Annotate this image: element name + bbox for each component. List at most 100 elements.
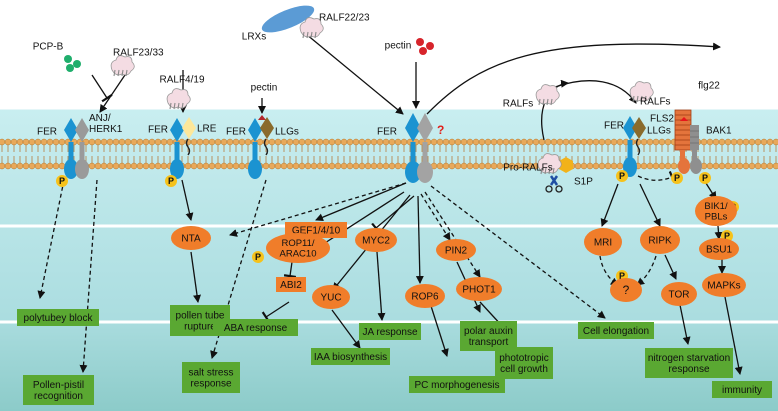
- bsu1-oval: [699, 238, 739, 260]
- fer-to-rop11-arrow: [313, 191, 405, 251]
- tor-oval-label: TOR: [669, 290, 690, 301]
- pollen-pistil-box: [23, 375, 94, 405]
- phospho-fls2-label: P: [674, 173, 680, 183]
- pc-box-label: PC morphogenesis: [414, 380, 499, 391]
- fer-to-pin2-arrow: [420, 193, 451, 241]
- polar-auxin-box: [460, 321, 517, 351]
- ripk-oval-label: RIPK: [648, 236, 672, 247]
- bak1-label: BAK1: [706, 126, 732, 137]
- fer-to-salt-arrow: [229, 182, 407, 237]
- tor-to-nitrogen-arrow: [679, 304, 691, 345]
- s1p-label: S1P: [574, 177, 593, 188]
- phospho-fer2-label: P: [168, 176, 174, 186]
- fer1-label: FER: [37, 127, 57, 138]
- phototropic-box: [495, 347, 553, 379]
- ralf4-19-label: RALF4/19: [159, 75, 204, 86]
- scissors-icon: [545, 175, 563, 193]
- phot1-oval-label: PHOT1: [462, 285, 496, 296]
- question-oval: [610, 278, 642, 302]
- ralf22-23-peptide: [299, 17, 324, 39]
- llgs-right-label: LLGs: [647, 126, 671, 137]
- nta-oval: [171, 226, 211, 250]
- nta-oval-label: NTA: [181, 234, 201, 245]
- rop6-oval: [405, 284, 445, 308]
- phospho-question-label: P: [619, 271, 625, 281]
- ralf22-23-label: RALF22/23: [319, 13, 370, 24]
- bsu1-oval-label: BSU1: [706, 245, 733, 256]
- pectin-center-label: pectin: [385, 41, 412, 52]
- nitrogen-box: [645, 348, 733, 378]
- fer-to-mri-arrow: [600, 183, 619, 227]
- phot1-oval: [456, 277, 502, 301]
- fer-right-label: FER: [604, 121, 624, 132]
- lrxs-protein: [261, 5, 315, 33]
- phospho-rop11: [252, 251, 264, 263]
- ralf23-to-anj-arrow: [99, 71, 128, 113]
- phospho-fls2: [671, 172, 683, 184]
- pectin-left-label: pectin: [251, 83, 278, 94]
- gef-box-label: GEF1/4/10: [292, 226, 341, 237]
- rop6-oval-label: ROP6: [411, 292, 439, 303]
- ralf4-19-peptide: [166, 88, 191, 110]
- rop11-oval-label: ROP11/ARAC10: [280, 238, 317, 260]
- fer-to-rop6-arrow: [415, 195, 424, 284]
- myc2-to-ja-arrow: [376, 251, 386, 321]
- phospho-bak1-label: P: [702, 173, 708, 183]
- mapks-oval-label: MAPKs: [707, 281, 740, 292]
- mapks-oval: [702, 273, 746, 297]
- fer-to-cell-elong-arrow: [430, 185, 606, 319]
- ja-box: [359, 323, 421, 340]
- abi2-box: [276, 277, 306, 292]
- fer2-to-nta-arrow: [181, 179, 194, 221]
- ripk-to-tor-arrow: [664, 254, 677, 280]
- fer-receptor-center: [405, 113, 433, 183]
- mri-oval-label: MRI: [594, 238, 612, 249]
- fer1-to-polytubey-arrow: [37, 179, 65, 299]
- fer-receptor-right: [623, 116, 646, 177]
- pro-ralfs-label: Pro-RALFs: [503, 163, 552, 174]
- pin2-oval: [436, 239, 476, 261]
- ralf22-to-fer-arrow: [305, 33, 404, 115]
- pc-box: [409, 376, 505, 393]
- yuc-oval-label: YUC: [320, 293, 341, 304]
- pcp-b-label: PCP-B: [33, 42, 64, 53]
- ralfs-right-peptide: [629, 81, 654, 103]
- phospho-rop11-label: P: [255, 252, 261, 262]
- ralf23-33-peptide: [110, 55, 135, 77]
- unknown-mark: ?: [437, 123, 444, 137]
- fer2-label: FER: [148, 125, 168, 136]
- bik1-to-bsu1-arrow: [714, 225, 723, 240]
- salt-box: [182, 362, 240, 393]
- aba-box-label: ABA response: [224, 323, 288, 334]
- fer-to-gef-arrow: [315, 182, 407, 222]
- iaa-box-label: IAA biosynthesis: [314, 352, 387, 363]
- question-oval-label: ?: [623, 283, 630, 297]
- cell-elong-box: [578, 322, 654, 339]
- s1p-protease: [559, 157, 573, 173]
- ralfs-right-label: RALFs: [640, 97, 671, 108]
- ripk-to-question-arrow: [636, 255, 657, 286]
- fer-to-fls2-arrow: [426, 42, 721, 115]
- abi2-box-label: ABI2: [280, 280, 302, 291]
- lrxs-label: LRXs: [242, 32, 266, 43]
- phospho-fer1-label: P: [59, 176, 65, 186]
- llgs-left-label: LLGs: [275, 127, 299, 138]
- ralfs-left-label: RALFs: [503, 99, 534, 110]
- receptors-layer: [64, 5, 702, 193]
- immunity-box-label: immunity: [722, 385, 762, 396]
- mri-to-question-arrow: [599, 255, 619, 286]
- bik1-oval-label: BIK1/PBLs: [704, 201, 728, 223]
- fer-inhibits-myc2-arrow: [371, 195, 415, 234]
- nta-to-pollen-tube-arrow: [190, 251, 201, 303]
- rop11-inhibits-abi2-arrow: [283, 261, 297, 279]
- fer-receptor-1: [64, 118, 89, 179]
- phospho-fer2: [165, 175, 177, 187]
- ralf23-33-label: RALF23/33: [113, 48, 164, 59]
- abi2-inhibits-aba-arrow: [261, 301, 290, 323]
